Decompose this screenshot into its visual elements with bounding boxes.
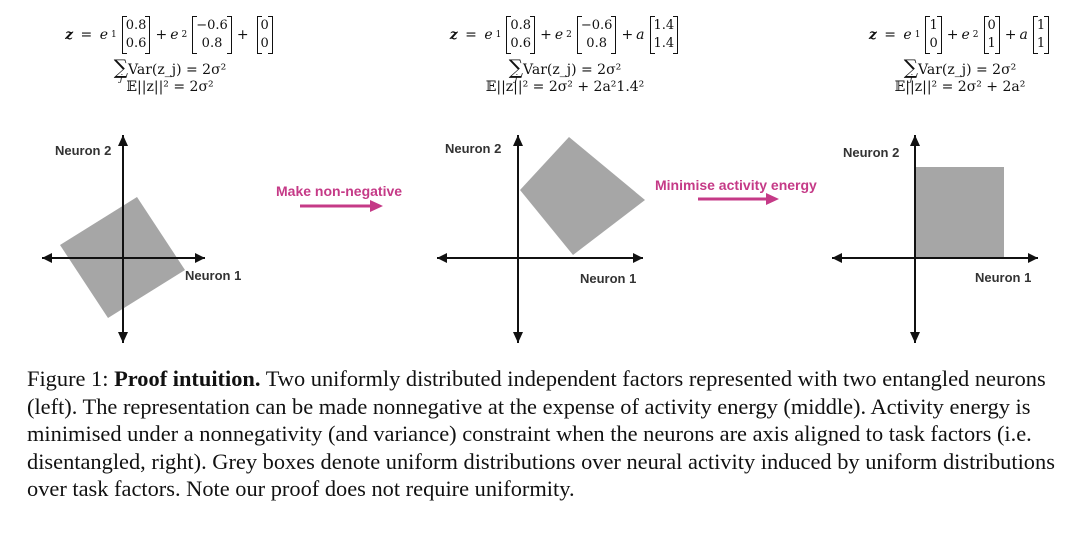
neuron2-label: Neuron 2 xyxy=(55,143,112,158)
transition-arrow-icon xyxy=(698,193,779,205)
neuron1-label: Neuron 1 xyxy=(185,268,242,283)
neuron2-label: Neuron 2 xyxy=(843,145,900,160)
caption-title: Proof intuition. xyxy=(114,366,261,391)
neuron-axes-plot xyxy=(437,135,645,343)
neuron-axes-plot xyxy=(832,135,1038,343)
figure-caption: Figure 1: Proof intuition. Two uniformly… xyxy=(27,365,1057,503)
activity-box xyxy=(520,137,645,255)
neuron2-label: Neuron 2 xyxy=(445,141,502,156)
energy-equation: 𝔼||z||² = 2σ² + 2a²1.4² xyxy=(485,79,645,95)
neuron1-label: Neuron 1 xyxy=(580,271,637,286)
activity-box xyxy=(915,167,1004,258)
energy-equation: 𝔼||z||² = 2σ² xyxy=(126,79,214,95)
transition-label-minimise-energy: Minimise activity energy xyxy=(655,177,817,193)
transition-arrow-icon xyxy=(300,200,383,212)
neuron1-label: Neuron 1 xyxy=(975,270,1032,285)
transition-label-make-nonnegative: Make non-negative xyxy=(276,183,403,199)
energy-equation: 𝔼||z||² = 2σ² + 2a² xyxy=(894,79,1026,95)
caption-text: Two uniformly distributed independent fa… xyxy=(27,366,1055,501)
neuron-axes-plot xyxy=(42,135,205,343)
figure-label: Figure 1: xyxy=(27,366,109,391)
